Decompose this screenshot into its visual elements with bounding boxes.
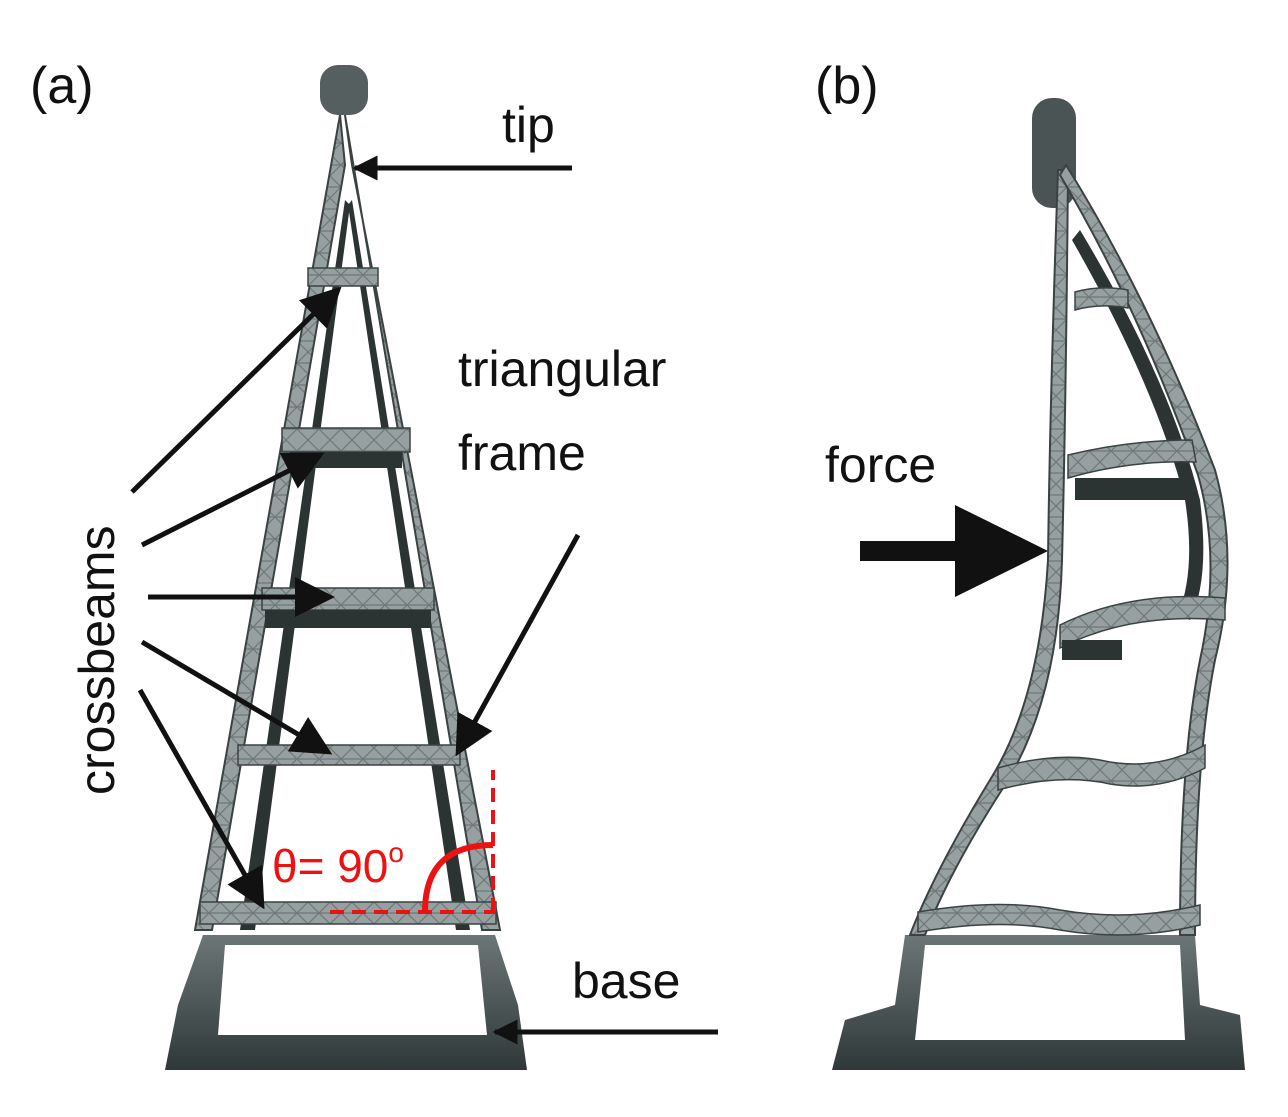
crossbeam-4-b [997, 743, 1206, 791]
base-cutout-a [218, 945, 487, 1035]
crossbeam-arrow-2 [140, 452, 325, 548]
base-label: base [572, 953, 681, 1009]
annotation-arrows-a [130, 155, 718, 1045]
crossbeam-2-shadow-b [1075, 478, 1190, 500]
base-cutout-b [915, 945, 1185, 1040]
panel-label-b: (b) [815, 57, 879, 115]
inner-strip-right-a [348, 200, 470, 930]
inner-strip-left-a [240, 200, 350, 930]
tip-label: tip [502, 97, 555, 153]
crossbeam-5-a [199, 901, 497, 925]
structure-a [165, 65, 527, 1070]
inner-strip-b [1072, 230, 1204, 620]
angle-label-value: θ= 90 [272, 840, 389, 892]
crossbeam-arrow-4 [140, 639, 333, 755]
left-edge-b [908, 169, 1070, 936]
crossbeam-3-b [1059, 595, 1226, 650]
crossbeam-arrow-1 [130, 286, 342, 494]
force-arrow [860, 505, 1048, 597]
frame-arrow [455, 533, 581, 757]
tip-knob-a [320, 65, 368, 115]
crossbeam-1-a [307, 267, 379, 287]
force-arrow-head [955, 505, 1048, 597]
angle-marker [330, 770, 495, 914]
crossbeam-1-b [1074, 287, 1129, 311]
angle-label: θ= 90o [272, 839, 404, 892]
crossbeams-label: crossbeams [69, 525, 125, 795]
triangular-frame-label-line1: triangular [458, 341, 667, 397]
right-edge-a [344, 114, 502, 931]
triangular-frame-label-line2: frame [458, 425, 586, 481]
structure-b [832, 98, 1245, 1070]
force-label: force [825, 437, 937, 493]
crossbeam-2-b [1067, 439, 1197, 479]
crossbeam-5-b [917, 903, 1201, 936]
crossbeam-4-a [237, 744, 461, 766]
crossbeam-3-shadow-a [265, 610, 431, 628]
angle-label-unit: o [388, 837, 404, 868]
panel-label-a: (a) [30, 57, 94, 115]
angle-arc [422, 842, 494, 913]
crossbeam-2-a [281, 427, 411, 453]
force-arrow-shaft [860, 541, 970, 561]
crossbeam-arrow-5 [137, 688, 265, 910]
crossbeam-3-shadow-b [1062, 640, 1122, 660]
